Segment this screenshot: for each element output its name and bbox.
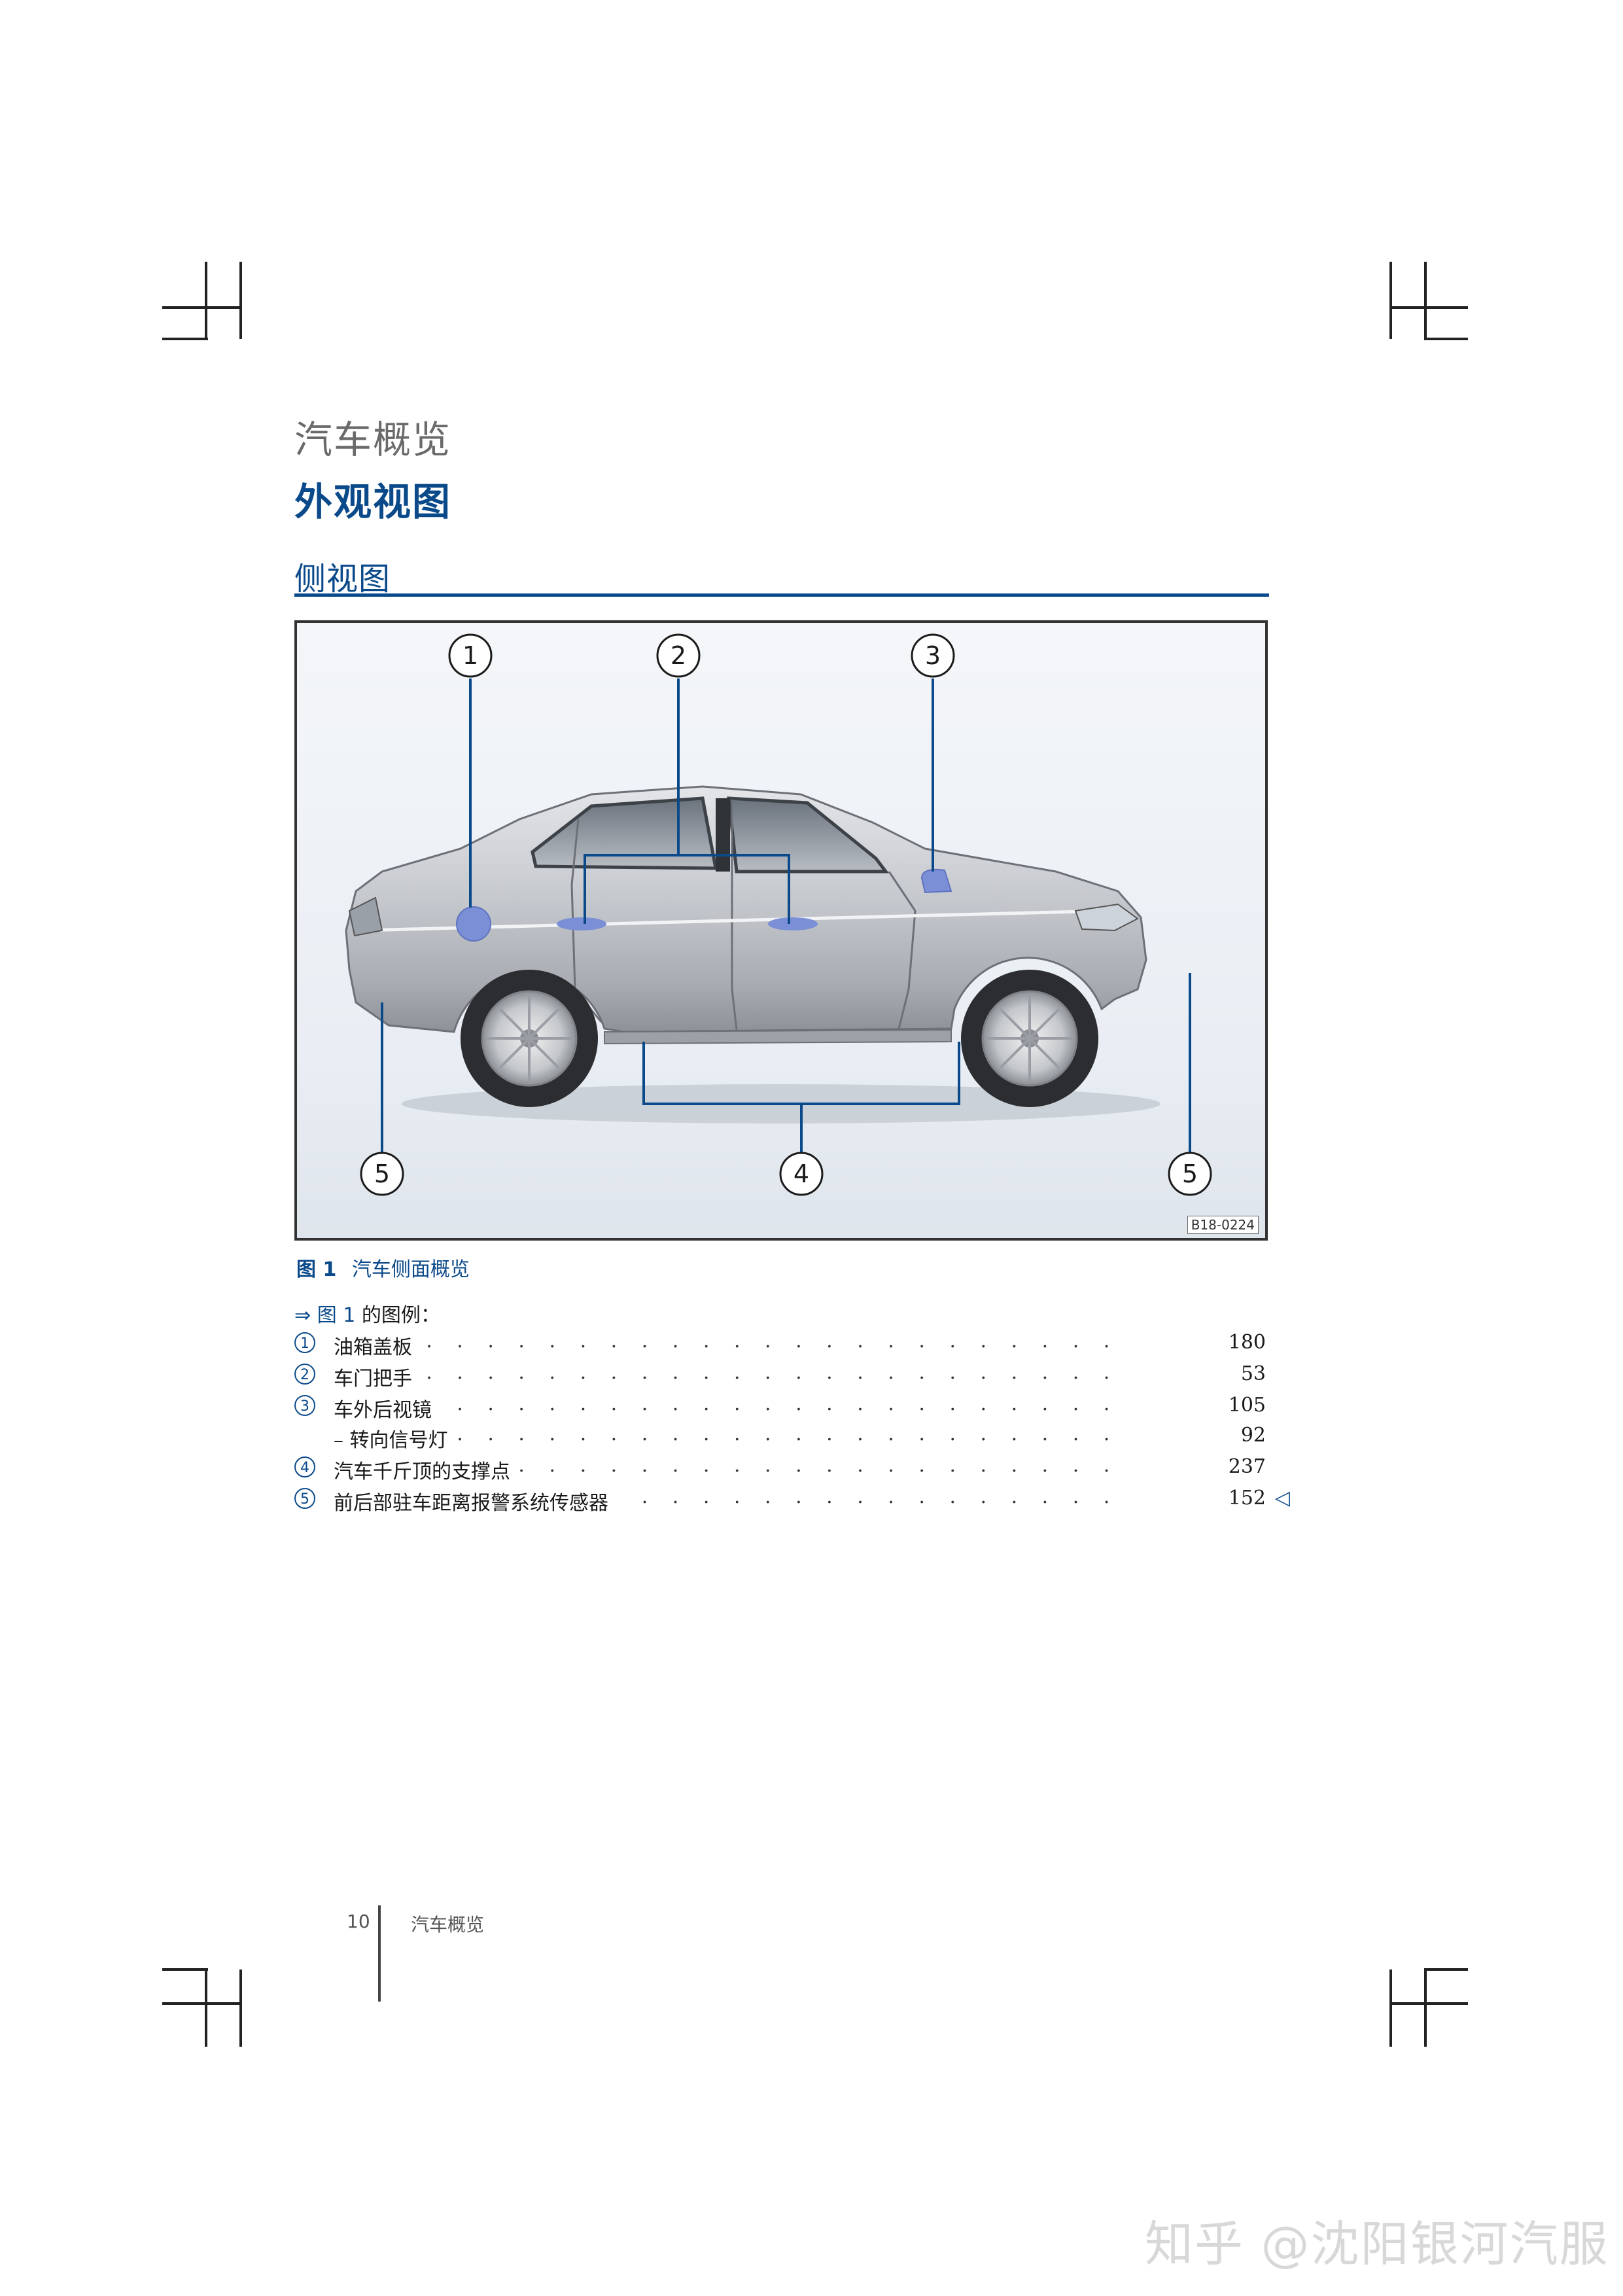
number-badge-icon: 2 (294, 1364, 315, 1385)
figure-code: B18-0224 (1187, 1216, 1259, 1234)
car-illustration: 1 2 3 4 5 5 (345, 633, 1212, 1196)
legend-label: 车门把手 (334, 1362, 420, 1391)
legend-intro-text: 的图例： (361, 1304, 440, 1327)
section-end-icon: ◁ (1274, 1487, 1290, 1510)
page-number: 10 (347, 1911, 370, 1932)
callout-3: 3 (911, 633, 955, 678)
leader-dots: . . . . . . . . . . . . . . . . . . . . … (334, 1422, 1135, 1445)
leader-dots: . . . . . . . . . . . . . . . . . . . . … (334, 1330, 1135, 1352)
crop-mark (205, 262, 207, 339)
figure-reference-link[interactable]: 图 1 (317, 1304, 356, 1327)
crop-mark (1424, 338, 1468, 340)
number-badge-icon: 5 (294, 1488, 315, 1509)
page-reference: 105 (1228, 1394, 1266, 1417)
legend-label: – 转向信号灯 (334, 1424, 456, 1453)
number-badge-icon: 1 (294, 1332, 315, 1353)
crop-mark (1424, 262, 1427, 339)
svg-text:1: 1 (462, 641, 478, 670)
caption-label: 图 1 (296, 1258, 337, 1281)
section-title: 侧视图 (294, 561, 391, 597)
crop-mark (1389, 1969, 1392, 2047)
callout-4: 4 (779, 1152, 824, 1196)
legend-item[interactable]: 4 . . . . . . . . . . . . . . . . . . . … (294, 1454, 1295, 1484)
svg-text:4: 4 (794, 1159, 809, 1188)
section-subheading: 外观视图 (294, 480, 452, 524)
number-badge-icon: 4 (294, 1457, 315, 1477)
page-reference: 92 (1240, 1424, 1266, 1447)
page-reference: 180 (1228, 1331, 1266, 1354)
legend-item[interactable]: 1 . . . . . . . . . . . . . . . . . . . … (294, 1330, 1295, 1360)
crop-mark (239, 262, 242, 339)
crop-mark (239, 1969, 242, 2047)
crop-mark (1389, 262, 1392, 339)
crop-mark (1424, 1969, 1427, 2047)
svg-text:3: 3 (925, 641, 941, 670)
crop-mark (162, 306, 241, 309)
footer-divider (378, 1905, 381, 2002)
legend-item[interactable]: 2 . . . . . . . . . . . . . . . . . . . … (294, 1361, 1295, 1391)
crop-mark (1389, 2002, 1468, 2005)
leader-dots: . . . . . . . . . . . . . . . . . . . . … (334, 1392, 1135, 1415)
arrow-icon: ⇒ (294, 1304, 311, 1327)
page-reference: 237 (1228, 1455, 1266, 1478)
figure-caption: 图 1 汽车侧面概览 (296, 1253, 470, 1282)
chapter-title: 汽车概览 (294, 417, 452, 462)
crop-mark (162, 338, 208, 340)
svg-text:5: 5 (1182, 1159, 1198, 1188)
legend-item[interactable]: 3 . . . . . . . . . . . . . . . . . . . … (294, 1392, 1295, 1422)
legend-subitem[interactable]: . . . . . . . . . . . . . . . . . . . . … (294, 1422, 1295, 1453)
legend-label: 汽车千斤顶的支撑点 (334, 1455, 518, 1484)
car-side-view-figure: 1 2 3 4 5 5 B18-0224 (294, 620, 1268, 1241)
svg-text:2: 2 (671, 641, 686, 670)
callout-5-rear: 5 (360, 1152, 404, 1196)
callout-2: 2 (656, 633, 701, 678)
watermark: 知乎 @沈阳银河汽服 (1145, 2216, 1609, 2272)
crop-mark (205, 1969, 207, 2047)
crop-mark (162, 2002, 241, 2005)
crop-mark (1424, 1968, 1468, 1971)
caption-text: 汽车侧面概览 (351, 1258, 470, 1281)
leader-dots: . . . . . . . . . . . . . . . . . . . . … (334, 1361, 1135, 1384)
section-divider (294, 593, 1269, 597)
legend-intro: ⇒ 图 1 的图例： (294, 1299, 440, 1328)
page-reference: 152 (1228, 1487, 1266, 1510)
number-badge-icon: 3 (294, 1395, 315, 1416)
page-reference: 53 (1240, 1362, 1266, 1385)
legend-item[interactable]: 5 . . . . . . . . . . . . . . . . . . . … (294, 1485, 1295, 1515)
legend-label: 前后部驻车距离报警系统传感器 (334, 1487, 616, 1515)
legend-label: 油箱盖板 (334, 1331, 420, 1360)
svg-text:5: 5 (374, 1159, 390, 1188)
legend-label: 车外后视镜 (334, 1394, 440, 1422)
crop-mark (1389, 306, 1468, 309)
footer-chapter: 汽车概览 (411, 1914, 485, 1935)
callout-5-front: 5 (1168, 1152, 1212, 1196)
callout-1: 1 (448, 633, 493, 678)
crop-mark (162, 1968, 208, 1971)
